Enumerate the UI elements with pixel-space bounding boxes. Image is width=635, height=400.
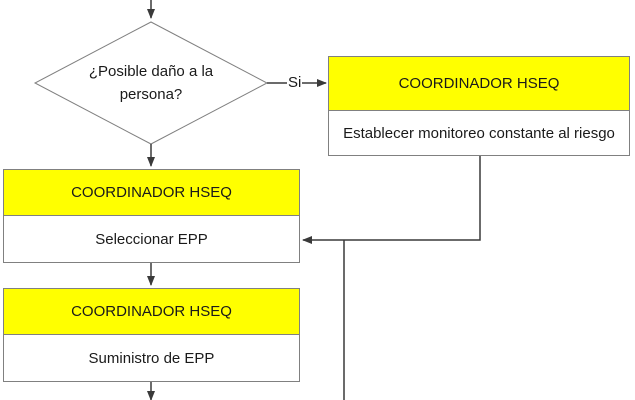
supply-epp-task-label: Suministro de EPP: [88, 349, 215, 367]
yes-label: Si: [287, 74, 303, 91]
select-epp-task-box: Seleccionar EPP: [3, 215, 300, 263]
select-epp-task-label: Seleccionar EPP: [95, 230, 208, 248]
monitor-role-header: COORDINADOR HSEQ: [328, 56, 630, 111]
decision-text: ¿Posible daño a la persona?: [88, 63, 214, 103]
select-epp-role-header: COORDINADOR HSEQ: [3, 169, 300, 216]
monitor-role-label: COORDINADOR HSEQ: [398, 75, 560, 92]
monitor-task-box: Establecer monitoreo constante al riesgo: [328, 110, 630, 156]
supply-epp-role-label: COORDINADOR HSEQ: [71, 303, 232, 320]
select-epp-role-label: COORDINADOR HSEQ: [71, 184, 232, 201]
supply-epp-role-header: COORDINADOR HSEQ: [3, 288, 300, 335]
monitor-to-select-connector: [302, 156, 481, 244]
monitor-task-label: Establecer monitoreo constante al riesgo: [343, 124, 615, 142]
supply-epp-task-box: Suministro de EPP: [3, 334, 300, 382]
